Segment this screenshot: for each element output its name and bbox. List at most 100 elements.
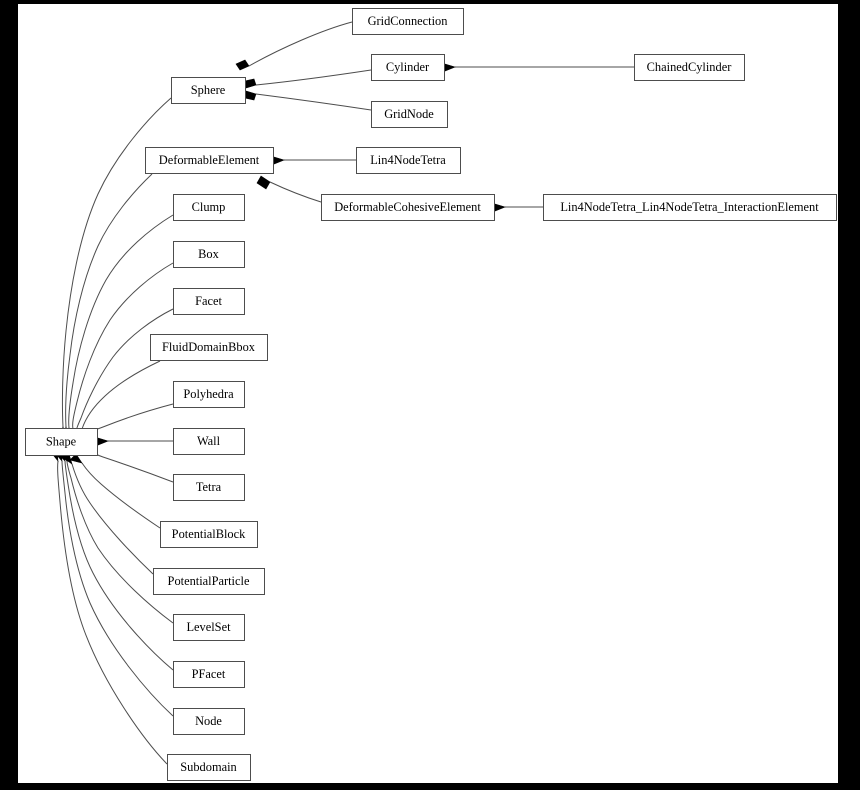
- node-label: Sphere: [191, 83, 226, 97]
- edge-wall-to-shape: [97, 437, 173, 446]
- node-box[interactable]: [321, 194, 495, 221]
- node-box[interactable]: [173, 241, 245, 268]
- node-box[interactable]: [356, 147, 461, 174]
- node-clump[interactable]: Clump: [173, 194, 245, 221]
- node-box[interactable]: [173, 194, 245, 221]
- node-lin4inter[interactable]: Lin4NodeTetra_Lin4NodeTetra_InteractionE…: [543, 194, 837, 221]
- edge-cylinder-to-sphere: [244, 69, 372, 89]
- edge-line: [64, 460, 174, 671]
- node-label: DeformableCohesiveElement: [334, 200, 481, 214]
- arrowhead-icon: [256, 175, 271, 190]
- node-box[interactable]: Box: [173, 241, 245, 268]
- node-label: Box: [198, 247, 219, 261]
- edge-line: [81, 360, 161, 430]
- node-label: PFacet: [192, 667, 226, 681]
- edge-line: [81, 462, 161, 529]
- node-box[interactable]: [173, 428, 245, 455]
- edge-line: [61, 460, 174, 717]
- arrowhead-icon: [244, 90, 257, 101]
- node-gridnode[interactable]: GridNode: [371, 101, 448, 128]
- node-label: LevelSet: [186, 620, 231, 634]
- node-box[interactable]: [371, 54, 445, 81]
- node-box[interactable]: [173, 661, 245, 688]
- edge-gridnode-to-sphere: [244, 90, 372, 111]
- node-box[interactable]: [153, 568, 265, 595]
- node-label: Shape: [46, 434, 77, 448]
- node-box[interactable]: [543, 194, 837, 221]
- edge-line: [57, 460, 168, 765]
- node-box[interactable]: [371, 101, 448, 128]
- node-box[interactable]: [352, 8, 464, 35]
- node-chainedcyl[interactable]: ChainedCylinder: [634, 54, 745, 81]
- node-potblock[interactable]: PotentialBlock: [160, 521, 258, 548]
- node-tetra[interactable]: Tetra: [173, 474, 245, 501]
- node-polyhedra[interactable]: Polyhedra: [173, 381, 245, 408]
- node-pfacet[interactable]: PFacet: [173, 661, 245, 688]
- node-label: PotentialParticle: [168, 574, 250, 588]
- node-box[interactable]: [634, 54, 745, 81]
- edge-line: [61, 97, 172, 428]
- node-box[interactable]: [171, 77, 246, 104]
- arrowhead-icon: [273, 156, 285, 165]
- node-subdomain[interactable]: Subdomain: [167, 754, 251, 781]
- edge-subdomain-to-shape: [49, 450, 168, 765]
- node-label: Tetra: [196, 480, 222, 494]
- node-shape[interactable]: Shape: [25, 428, 98, 456]
- node-box[interactable]: [173, 474, 245, 501]
- node-label: FluidDomainBbox: [162, 340, 256, 354]
- arrowhead-icon: [244, 78, 257, 89]
- node-label: Node: [195, 714, 222, 728]
- arrowhead-icon: [69, 453, 83, 464]
- edge-line: [72, 262, 174, 430]
- node-label: Polyhedra: [183, 387, 234, 401]
- node-potparticle[interactable]: PotentialParticle: [153, 568, 265, 595]
- node-wall[interactable]: Wall: [173, 428, 245, 455]
- node-label: Lin4NodeTetra_Lin4NodeTetra_InteractionE…: [560, 200, 819, 214]
- arrowhead-icon: [494, 203, 506, 212]
- edge-potblock-to-shape: [69, 453, 161, 529]
- node-label: Facet: [195, 294, 222, 308]
- edge-defcohesive-to-defelem: [256, 175, 322, 203]
- edge-pfacet-to-shape: [55, 450, 174, 671]
- node-box[interactable]: [25, 428, 98, 456]
- node-box[interactable]: [150, 334, 268, 361]
- node-box[interactable]: [160, 521, 258, 548]
- edge-line: [65, 173, 153, 428]
- node-cylinder[interactable]: Cylinder: [371, 54, 445, 81]
- edge-clump-to-shape: [64, 214, 174, 439]
- edge-levelset-to-shape: [57, 450, 174, 624]
- node-label: Clump: [192, 200, 226, 214]
- edge-defelem-to-shape: [61, 173, 153, 438]
- node-defcohesive[interactable]: DeformableCohesiveElement: [321, 194, 495, 221]
- node-node[interactable]: Node: [173, 708, 245, 735]
- node-levelset[interactable]: LevelSet: [173, 614, 245, 641]
- edge-line: [71, 463, 154, 575]
- node-box[interactable]: [173, 708, 245, 735]
- edge-line: [68, 214, 174, 429]
- arrowhead-icon: [235, 59, 250, 71]
- node-fluidbbox[interactable]: FluidDomainBbox: [150, 334, 268, 361]
- node-box[interactable]: [167, 754, 251, 781]
- node-facet[interactable]: Facet: [173, 288, 245, 315]
- arrowhead-icon: [444, 63, 456, 72]
- node-gridconn[interactable]: GridConnection: [352, 8, 464, 35]
- node-label: Lin4NodeTetra: [370, 153, 446, 167]
- edge-chainedcyl-to-cylinder: [444, 63, 634, 72]
- node-box[interactable]: [173, 288, 245, 315]
- node-sphere[interactable]: Sphere: [171, 77, 246, 104]
- arrowhead-icon: [97, 437, 109, 446]
- node-box[interactable]: [173, 614, 245, 641]
- node-box[interactable]: [145, 147, 274, 174]
- node-box[interactable]: [173, 381, 245, 408]
- node-defelem[interactable]: DeformableElement: [145, 147, 274, 174]
- edge-line: [76, 308, 174, 431]
- edge-line: [248, 21, 353, 67]
- edge-line: [90, 451, 174, 483]
- node-label: Wall: [197, 434, 221, 448]
- node-label: GridConnection: [368, 14, 448, 28]
- node-lin4node[interactable]: Lin4NodeTetra: [356, 147, 461, 174]
- node-label: ChainedCylinder: [647, 60, 733, 74]
